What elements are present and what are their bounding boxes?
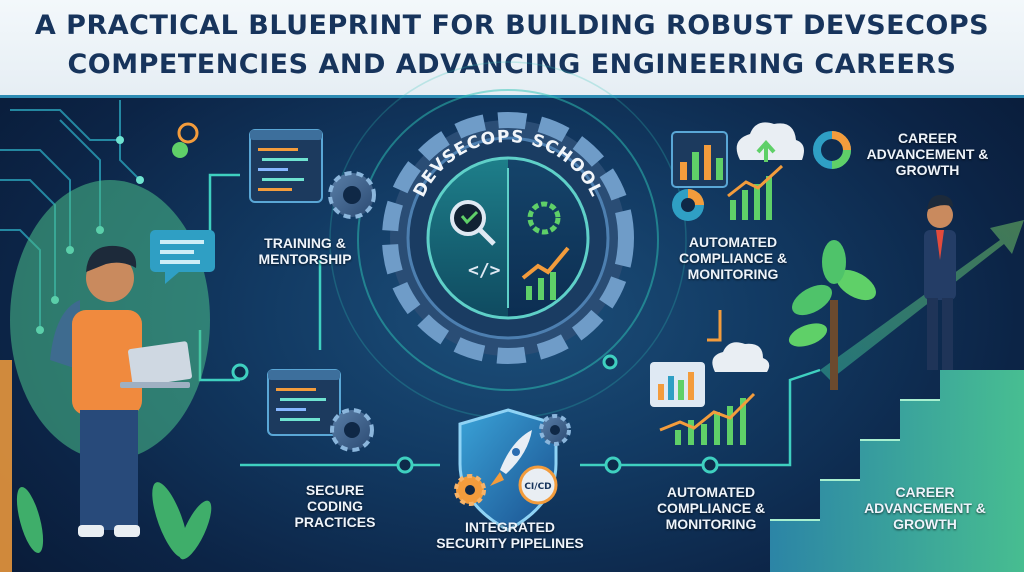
cloud-upload-icon [736, 122, 804, 162]
label-career-bottom: CAREER ADVANCEMENT & GROWTH [864, 484, 986, 533]
cicd-label: CI/CD [524, 482, 551, 492]
label-integrated: INTEGRATED SECURITY PIPELINES [436, 519, 584, 552]
bar-chart-icon [671, 131, 728, 188]
connector-nodes [231, 144, 719, 474]
chat-bubble-icon [150, 230, 215, 284]
gear-icon-4 [539, 414, 571, 446]
orange-ring [177, 122, 199, 144]
dashboard-icon [650, 362, 705, 407]
green-dot [172, 142, 188, 158]
orange-bar [0, 360, 12, 572]
growth-arrow [820, 220, 1024, 380]
code-window-icon [249, 129, 323, 203]
title-line-1: A PRACTICAL BLUEPRINT FOR BUILDING ROBUS… [34, 10, 990, 41]
growth-chart-icon [727, 164, 784, 220]
stairs-icon [770, 370, 1024, 572]
businessman-icon [924, 194, 956, 370]
header-banner: A PRACTICAL BLUEPRINT FOR BUILDING ROBUS… [0, 0, 1024, 98]
title-line-2: COMPETENCIES AND ADVANCING ENGINEERING C… [67, 49, 957, 80]
label-secure-coding: SECURE CODING PRACTICES [294, 482, 376, 531]
label-career-top: CAREER ADVANCEMENT & GROWTH [866, 130, 989, 179]
cloud-icon [712, 342, 770, 372]
growth-chart-icon-2 [659, 392, 756, 445]
tree-icon [788, 240, 876, 390]
pie-chart-icon [672, 189, 704, 221]
pie-chart-icon-2 [813, 131, 851, 169]
label-automated-top: AUTOMATED COMPLIANCE & MONITORING [678, 234, 788, 283]
label-automated-bottom: AUTOMATED COMPLIANCE & MONITORING [656, 484, 766, 533]
rocket-icon [490, 430, 532, 486]
gear-icon-3 [454, 474, 486, 506]
leaves-decoration [16, 482, 212, 560]
hub-gear [382, 112, 634, 364]
code-window-icon-2 [267, 369, 341, 436]
orbit-ring [357, 89, 659, 391]
gear-icon-2 [330, 408, 374, 452]
gear-icon [328, 171, 376, 219]
label-training: TRAINING & MENTORSHIP [258, 235, 352, 268]
cicd-badge: CI/CD [518, 465, 558, 505]
hub-code-symbol: </> [468, 260, 501, 281]
